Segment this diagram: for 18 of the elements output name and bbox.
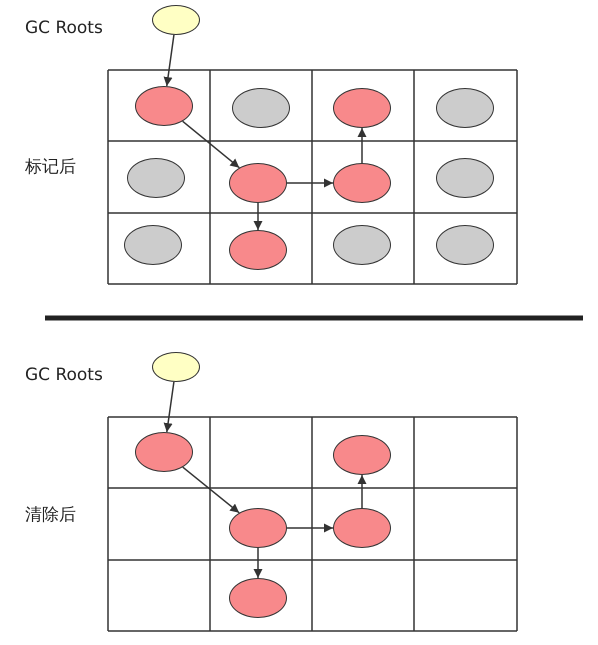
- root-label: GC Roots: [25, 365, 103, 385]
- object-ellipse: [229, 163, 287, 203]
- arrow: [182, 120, 240, 168]
- phase-label: 清除后: [25, 505, 76, 525]
- arrow: [182, 466, 240, 514]
- arrow: [358, 128, 366, 163]
- object-ellipse: [152, 352, 200, 382]
- root-label: GC Roots: [25, 18, 103, 38]
- arrow: [358, 475, 366, 508]
- arrow: [287, 524, 333, 532]
- object-ellipse: [152, 5, 200, 35]
- arrow: [254, 548, 262, 578]
- phase-label: 标记后: [25, 157, 76, 177]
- arrow: [164, 34, 175, 86]
- arrow: [254, 203, 262, 230]
- object-ellipse: [229, 508, 287, 548]
- arrow: [164, 382, 175, 432]
- arrow: [287, 178, 333, 188]
